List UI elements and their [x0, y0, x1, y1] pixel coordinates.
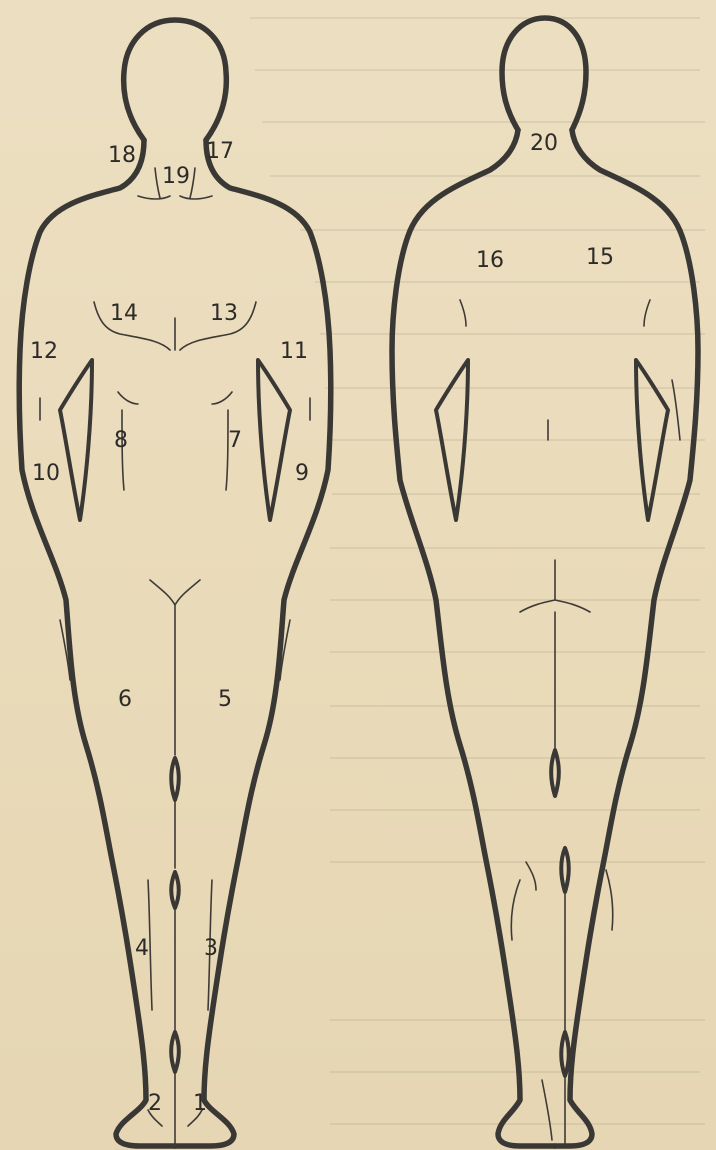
zone-label-7: 7 — [228, 428, 242, 453]
zone-label-9: 9 — [295, 461, 309, 486]
zone-label-8: 8 — [114, 428, 128, 453]
zone-label-16: 16 — [476, 248, 504, 273]
back-ankle-gap — [561, 1032, 569, 1076]
zone-label-20: 20 — [530, 131, 558, 156]
back-calf-gap — [561, 848, 569, 892]
front-zone-labels: 1 2 3 4 5 6 7 8 9 10 11 12 13 14 17 18 1… — [30, 139, 309, 1116]
zone-label-10: 10 — [32, 461, 60, 486]
front-right-arm-gap — [258, 360, 290, 520]
zone-label-4: 4 — [135, 936, 149, 961]
back-spine-line — [520, 420, 590, 612]
zone-label-15: 15 — [586, 245, 614, 270]
zone-label-13: 13 — [210, 301, 238, 326]
front-crotch-line — [150, 580, 200, 755]
front-knee-gap — [171, 758, 179, 800]
zone-label-2: 2 — [148, 1091, 162, 1116]
zone-label-19: 19 — [162, 164, 190, 189]
paper-bleed-lines — [250, 18, 705, 1124]
front-head-outline — [124, 20, 227, 140]
zone-label-14: 14 — [110, 301, 138, 326]
zone-label-3: 3 — [204, 936, 218, 961]
zone-label-12: 12 — [30, 339, 58, 364]
front-ankle-gap — [171, 1032, 179, 1072]
zone-label-6: 6 — [118, 687, 132, 712]
front-shin-detail — [148, 880, 212, 1010]
back-feet-line — [542, 1078, 565, 1146]
back-body — [392, 18, 698, 1146]
back-shoulder-lines — [460, 300, 680, 440]
front-lower-leg-gap — [171, 872, 179, 908]
front-abdomen-lines — [118, 392, 232, 490]
back-head-outline — [502, 18, 586, 130]
zone-label-1: 1 — [193, 1091, 207, 1116]
zone-label-18: 18 — [108, 143, 136, 168]
back-knee-gap — [551, 750, 559, 796]
zone-label-11: 11 — [280, 339, 308, 364]
zone-label-17: 17 — [206, 139, 234, 164]
zone-label-5: 5 — [218, 687, 232, 712]
back-zone-labels: 15 16 20 — [476, 131, 614, 273]
front-left-arm-gap — [60, 360, 92, 520]
front-right-outline — [175, 140, 331, 1146]
